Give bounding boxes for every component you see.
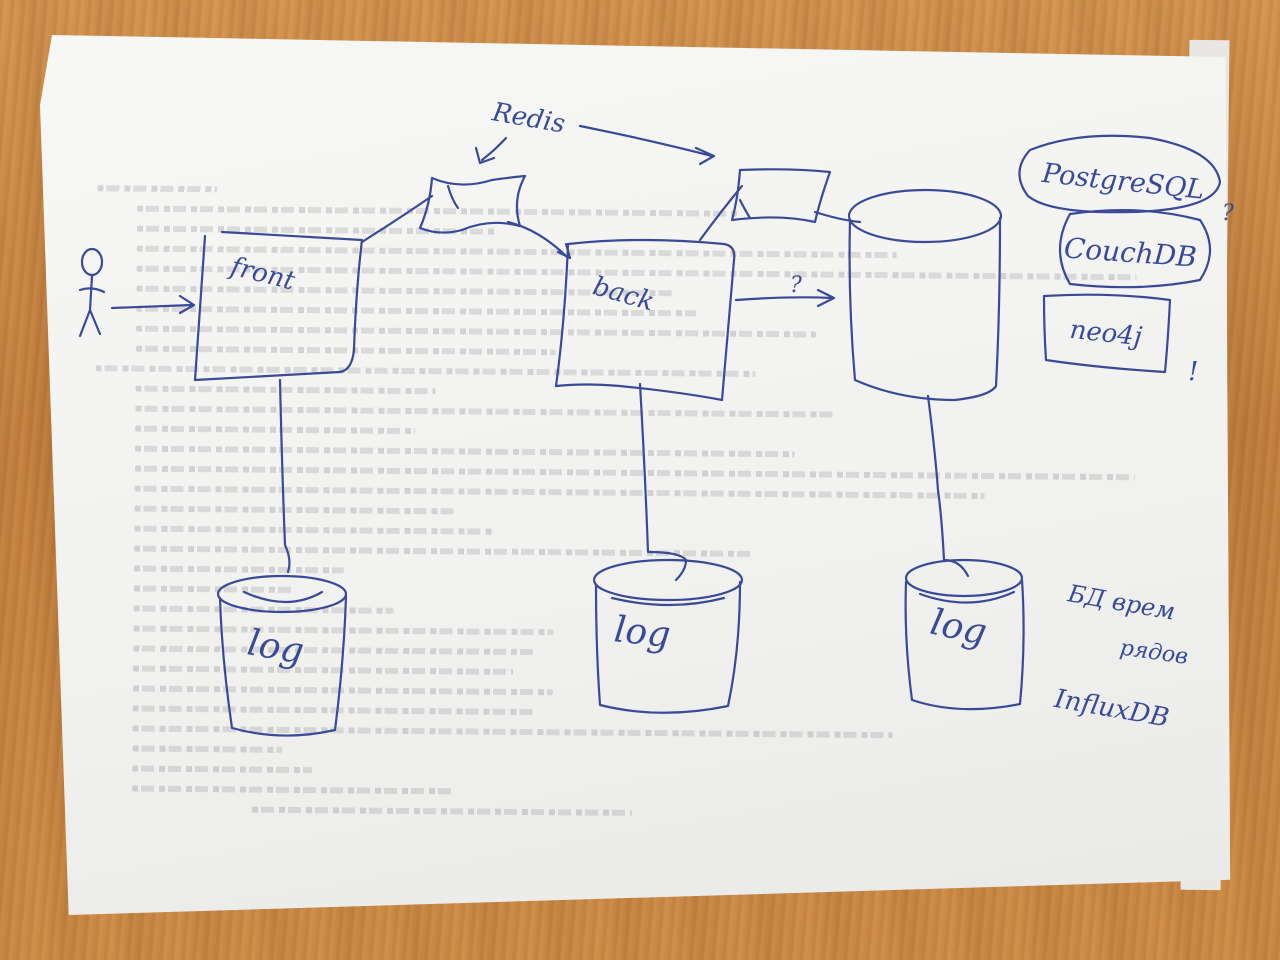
- front-to-log-line: [278, 378, 291, 574]
- couchdb-label: CouchDB: [1063, 231, 1198, 273]
- tsdb-note-line1: БД врем: [1065, 579, 1177, 626]
- tsdb-note-line3: InfluxDB: [1051, 684, 1171, 734]
- redis-cache-box-left: [418, 174, 527, 234]
- postgresql-question-mark: ?: [1222, 201, 1234, 226]
- cache-to-db-line: [813, 210, 862, 224]
- back-to-cache-line: [698, 184, 752, 242]
- db-log-cylinder: [904, 558, 1025, 711]
- user-stick-figure-icon: [78, 247, 106, 338]
- redis-pointer-arrow: [474, 136, 508, 165]
- redis-cache-box-right: [730, 168, 832, 224]
- front-log-cylinder: [216, 574, 348, 737]
- redis-to-back-line: [506, 220, 572, 260]
- db-log-label: log: [927, 602, 991, 654]
- front-box: [193, 230, 364, 382]
- user-to-front-arrow: [110, 294, 196, 315]
- front-label: front: [226, 251, 299, 296]
- tsdb-note-line2: рядов: [1118, 636, 1189, 670]
- redis-label: Redis: [489, 97, 567, 139]
- neo4j-label: neo4j: [1068, 315, 1143, 352]
- back-to-log-line: [638, 382, 688, 582]
- neo4j-exclamation: !: [1188, 357, 1198, 387]
- front-to-redis-line: [360, 184, 460, 244]
- question-label: ?: [790, 273, 802, 298]
- back-box: [554, 238, 736, 402]
- back-to-db-arrow: [734, 288, 836, 308]
- paper-sheet: [40, 35, 1231, 915]
- front-log-label: log: [244, 622, 306, 672]
- postgresql-blob: [1018, 134, 1222, 214]
- main-database-cylinder: [847, 188, 1003, 402]
- back-label: back: [589, 271, 657, 317]
- postgresql-label: PostgreSQL: [1040, 158, 1206, 206]
- redis-arrow-right: [578, 124, 716, 166]
- back-log-label: log: [612, 609, 672, 656]
- couchdb-blob: [1059, 209, 1211, 289]
- db-to-log-line: [926, 394, 970, 578]
- neo4j-box: [1042, 293, 1172, 374]
- back-log-cylinder: [592, 558, 744, 714]
